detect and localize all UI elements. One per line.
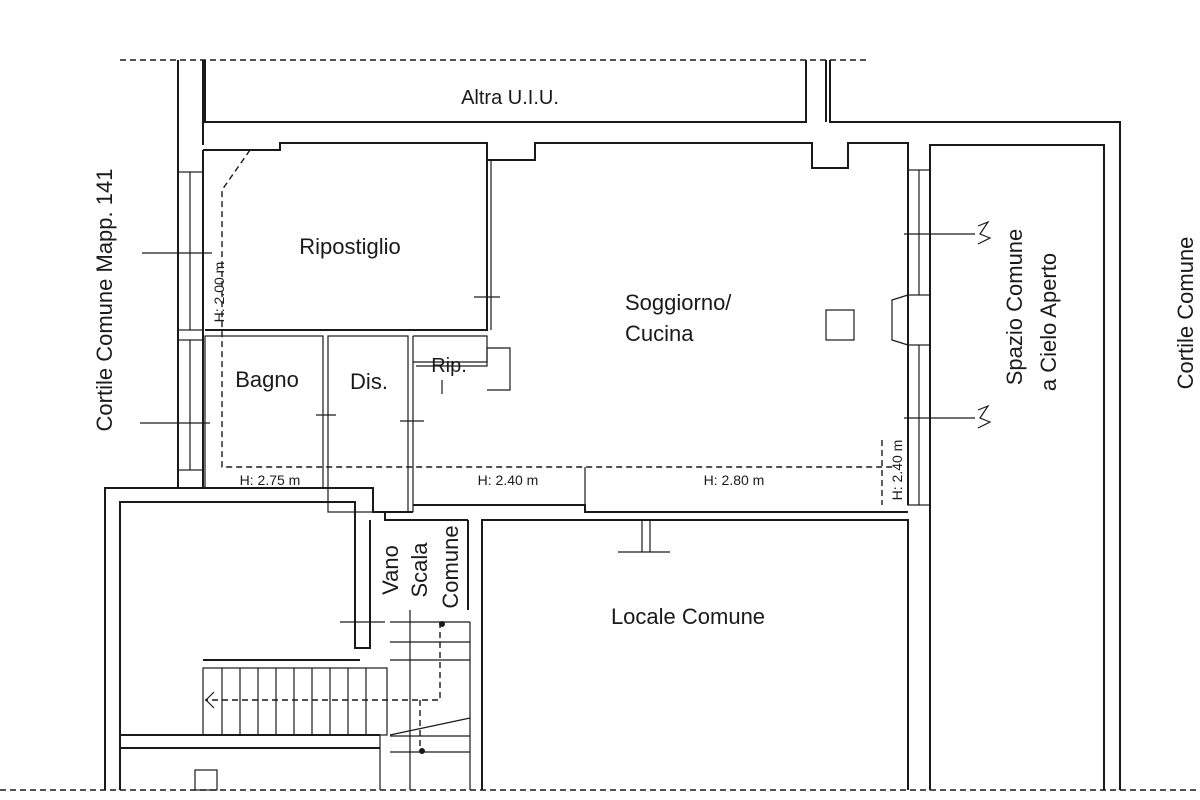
cielo-aperto-label: a Cielo Aperto: [1036, 253, 1061, 391]
walls: [104, 60, 1121, 791]
stair-treads: [202, 610, 471, 790]
height-label: H: 2.40 m: [478, 472, 539, 488]
boundary-lines: [0, 59, 1200, 791]
scala-label: Scala: [407, 542, 432, 598]
altra-uiu-label: Altra U.I.U.: [461, 87, 559, 109]
locale-comune-label: Locale Comune: [611, 604, 765, 629]
rip-label: Rip.: [431, 355, 467, 377]
soggiorno-label-line1: Soggiorno/: [625, 290, 732, 315]
height-label: H: 2.40 m: [889, 440, 905, 501]
height-label: H: 2.00 m: [211, 262, 227, 323]
spazio-comune-label: Spazio Comune: [1002, 229, 1027, 386]
cortile-mapp-label: Cortile Comune Mapp. 141: [92, 169, 117, 432]
height-label: H: 2.75 m: [240, 472, 301, 488]
stair-arrow-icon: [205, 691, 215, 709]
ripostiglio-label: Ripostiglio: [299, 234, 401, 259]
dis-label: Dis.: [350, 369, 388, 394]
bagno-label: Bagno: [235, 367, 299, 392]
stair-dot: [439, 621, 445, 627]
window-symbol-icon: [977, 220, 992, 429]
ceiling-dashed-lines: [205, 149, 895, 750]
soggiorno-label-line2: Cucina: [625, 321, 694, 346]
stair-dot: [419, 748, 425, 754]
cortile-comune-label: Cortile Comune: [1173, 237, 1198, 390]
vano-label: Vano: [378, 545, 403, 595]
comune-label: Comune: [438, 525, 463, 608]
door-marks: [140, 233, 975, 623]
height-label: H: 2.80 m: [704, 472, 765, 488]
